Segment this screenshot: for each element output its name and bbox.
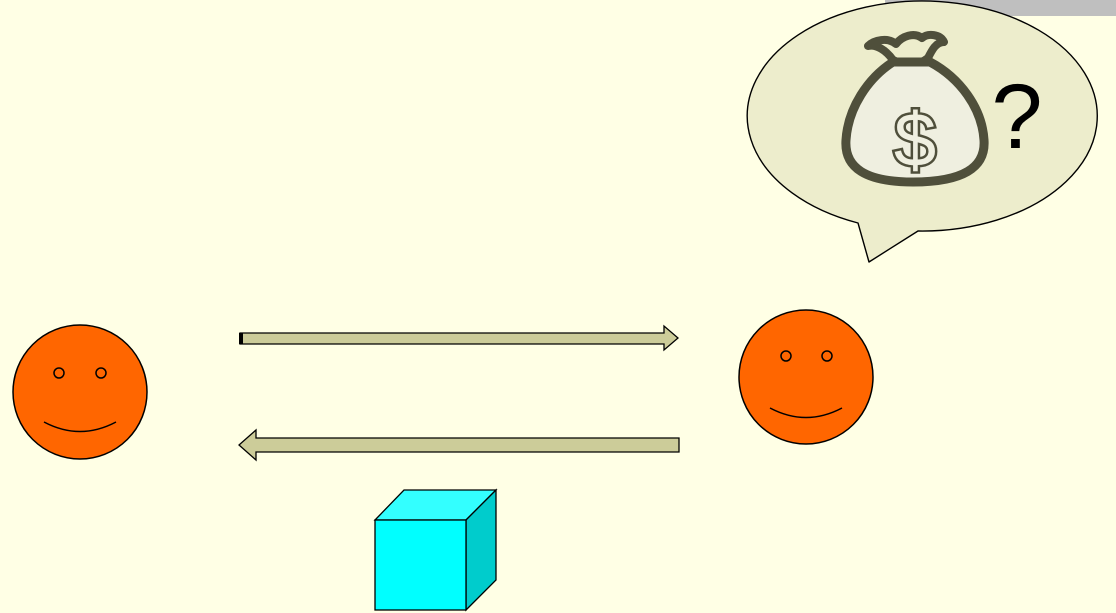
- right-face-left-eye: [781, 351, 791, 361]
- arrow-right-tail-mark: [239, 333, 243, 344]
- cube-icon: [375, 490, 496, 610]
- question-mark-text: ?: [984, 62, 1050, 172]
- right-smiley-face-icon: [739, 310, 873, 444]
- cube-front-face: [375, 520, 466, 610]
- left-face-right-eye: [96, 368, 106, 378]
- left-face-circle: [13, 325, 147, 459]
- left-face-left-eye: [54, 368, 64, 378]
- arrow-left-icon: [239, 430, 679, 460]
- right-face-right-eye: [822, 351, 832, 361]
- money-bag-dollar-sign: $: [894, 98, 936, 183]
- right-face-circle: [739, 310, 873, 444]
- left-smiley-face-icon: [13, 325, 147, 459]
- arrow-right-shape: [240, 326, 678, 350]
- arrow-right-icon: [239, 326, 678, 350]
- arrow-left-shape: [239, 430, 679, 460]
